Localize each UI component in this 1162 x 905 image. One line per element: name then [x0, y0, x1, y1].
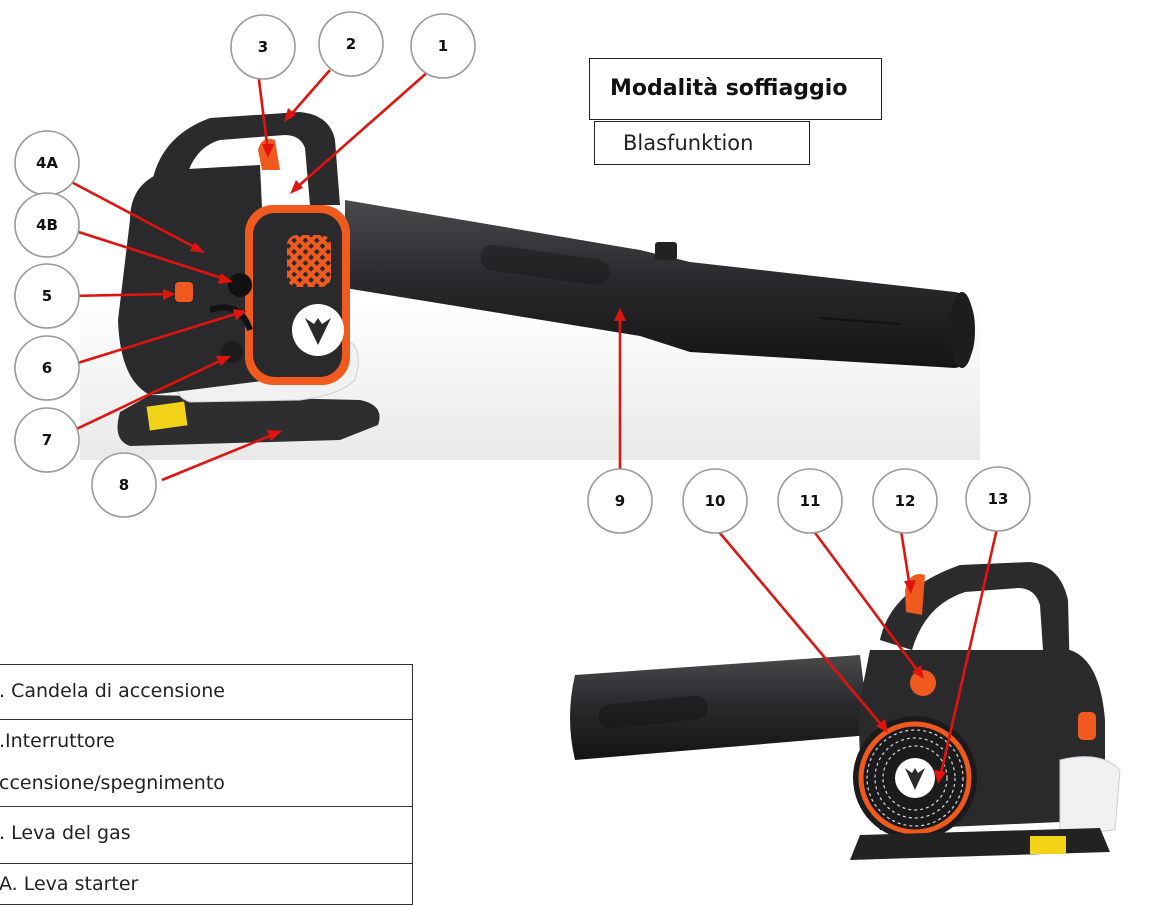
callout-4b: 4B: [14, 192, 80, 258]
legend-item-throttle-lever: . Leva del gas: [0, 806, 413, 864]
svg-text:4A: 4A: [36, 154, 58, 172]
svg-text:4B: 4B: [36, 216, 58, 234]
legend-item-on-off-switch-line1: .Interruttore: [0, 730, 115, 752]
callout-4a: 4A: [14, 130, 80, 196]
mode-subtitle: Blasfunktion: [594, 121, 810, 165]
svg-text:10: 10: [705, 492, 726, 510]
svg-text:7: 7: [42, 431, 52, 449]
main-blower-illustration: [80, 112, 980, 460]
svg-text:9: 9: [615, 492, 625, 510]
parts-legend-table: . Candela di accensione .Interruttore cc…: [0, 664, 413, 905]
svg-text:11: 11: [800, 492, 821, 510]
blower-tube: [345, 200, 975, 368]
callout-13: 13: [965, 466, 1031, 532]
mode-title: Modalità soffiaggio: [589, 58, 882, 120]
legend-item-spark-plug: . Candela di accensione: [0, 664, 413, 720]
brand-embossing: [480, 244, 610, 286]
svg-text:13: 13: [988, 490, 1009, 508]
callout-10: 10: [682, 468, 748, 534]
callout-7: 7: [14, 407, 80, 473]
legend-item-on-off-switch: .Interruttore ccensione/spegnimento: [0, 719, 413, 807]
callout-3: 3: [230, 14, 296, 80]
rear-blower-illustration: [565, 560, 1162, 887]
callout-9: 9: [587, 468, 653, 534]
legend-item-choke-lever: A. Leva starter: [0, 863, 413, 905]
top-handle: [150, 112, 340, 205]
svg-text:5: 5: [42, 287, 52, 305]
svg-text:8: 8: [119, 476, 129, 494]
callout-6: 6: [14, 335, 80, 401]
legend-row: A. Leva starter: [0, 863, 413, 905]
leader-lines: [59, 69, 1000, 784]
svg-text:2: 2: [346, 35, 356, 53]
callout-11: 11: [777, 468, 843, 534]
rear-blower-tube: [570, 655, 870, 760]
svg-text:1: 1: [438, 37, 448, 55]
callout-12: 12: [872, 468, 938, 534]
fan-grille: [853, 716, 977, 840]
legend-row: . Leva del gas: [0, 806, 413, 864]
rear-handle: [880, 562, 1070, 680]
svg-text:3: 3: [258, 38, 268, 56]
callout-5: 5: [14, 263, 80, 329]
legend-item-on-off-switch-line2: ccensione/spegnimento: [0, 772, 225, 794]
legend-row: . Candela di accensione: [0, 664, 413, 720]
svg-text:6: 6: [42, 359, 52, 377]
legend-row: .Interruttore ccensione/spegnimento: [0, 719, 413, 807]
callout-2: 2: [318, 11, 384, 77]
svg-text:12: 12: [895, 492, 916, 510]
callout-8: 8: [91, 452, 157, 518]
callout-1: 1: [410, 13, 476, 79]
